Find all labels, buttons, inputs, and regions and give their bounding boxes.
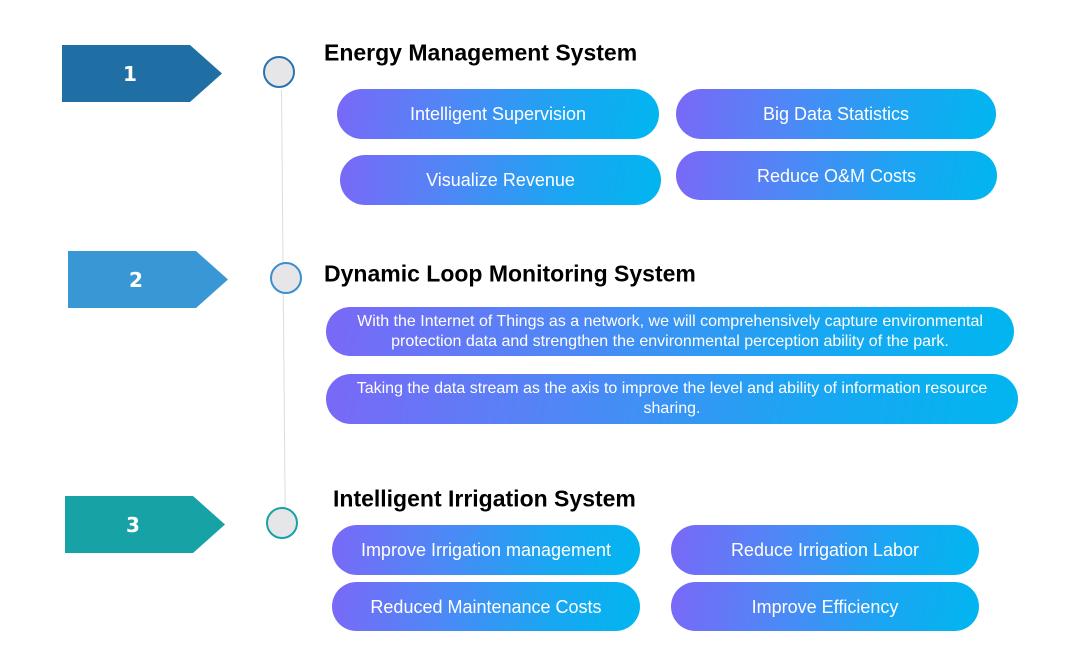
feature-pill: Reduce O&M Costs (676, 151, 997, 200)
step-marker-3: 3 (65, 496, 225, 553)
feature-pill: Visualize Revenue (340, 155, 661, 205)
step-number: 3 (126, 512, 140, 537)
feature-pill: Big Data Statistics (676, 89, 996, 139)
timeline-node-3 (266, 507, 298, 539)
feature-pill: Improve Efficiency (671, 582, 979, 631)
feature-pill: Improve Irrigation management (332, 525, 640, 575)
section-title-1: Energy Management System (324, 39, 638, 66)
step-number: 2 (129, 267, 143, 292)
feature-pill: Reduced Maintenance Costs (332, 582, 640, 631)
section-title-2: Dynamic Loop Monitoring System (324, 260, 696, 287)
feature-pill: Reduce Irrigation Labor (671, 525, 979, 575)
timeline-node-2 (270, 262, 302, 294)
timeline-node-1 (263, 56, 295, 88)
timeline-line (281, 89, 286, 510)
step-marker-2: 2 (68, 251, 228, 308)
description-pill: With the Internet of Things as a network… (326, 307, 1014, 356)
step-number: 1 (123, 61, 137, 86)
description-pill: Taking the data stream as the axis to im… (326, 374, 1018, 424)
step-marker-1: 1 (62, 45, 222, 102)
feature-pill: Intelligent Supervision (337, 89, 659, 139)
section-title-3: Intelligent Irrigation System (333, 485, 636, 512)
